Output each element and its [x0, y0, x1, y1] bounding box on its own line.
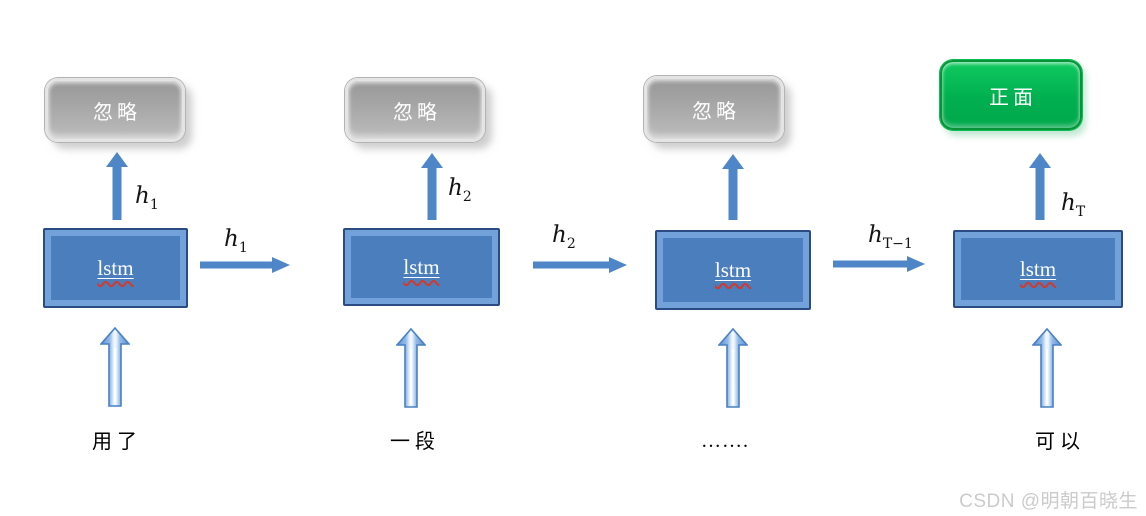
lstm-label: lstm — [97, 255, 134, 280]
input-arrow-icon — [396, 328, 426, 408]
up-arrow-icon — [1029, 153, 1051, 220]
h-right-label-3: hT−1 — [868, 222, 913, 252]
input-word-1: 用了 — [92, 431, 142, 453]
h-right-label-1: h1 — [224, 226, 248, 256]
output-box-ignore-2: 忽略 — [345, 78, 485, 142]
lstm-label: lstm — [1019, 256, 1057, 281]
lstm-label: lstm — [714, 257, 752, 282]
output-box-ignore-1: 忽略 — [45, 78, 185, 142]
input-arrow-icon — [1032, 328, 1062, 408]
h-right-label-2: h2 — [552, 222, 576, 252]
input-arrow-icon — [100, 327, 130, 407]
h-up-label-4: hT — [1061, 190, 1086, 220]
up-arrow-icon — [421, 153, 443, 220]
input-word-4: 可以 — [1035, 431, 1085, 453]
lstm-box-3: lstm — [655, 230, 811, 310]
watermark: CSDN @明朝百晓生 — [959, 491, 1138, 512]
right-arrow-icon — [833, 256, 925, 272]
input-arrow-icon — [718, 328, 748, 408]
right-arrow-icon — [533, 257, 627, 273]
output-box-label: 忽略 — [93, 101, 141, 124]
input-word-3: ……. — [701, 430, 749, 452]
up-arrow-icon — [106, 152, 128, 220]
output-box-label: 忽略 — [692, 100, 740, 123]
h-up-label-2: h2 — [448, 175, 472, 205]
input-word-2: 一段 — [390, 431, 440, 453]
lstm-box-4: lstm — [953, 230, 1123, 308]
output-box-positive: 正面 — [940, 60, 1082, 130]
right-arrow-icon — [200, 257, 290, 273]
output-box-label: 正面 — [989, 86, 1037, 109]
output-box-label: 忽略 — [393, 101, 441, 124]
lstm-label: lstm — [403, 254, 440, 279]
lstm-box-1: lstm — [43, 228, 188, 308]
output-box-ignore-3: 忽略 — [644, 76, 784, 142]
lstm-box-2: lstm — [343, 228, 500, 306]
up-arrow-icon — [722, 154, 744, 220]
h-up-label-1: h1 — [135, 183, 159, 213]
